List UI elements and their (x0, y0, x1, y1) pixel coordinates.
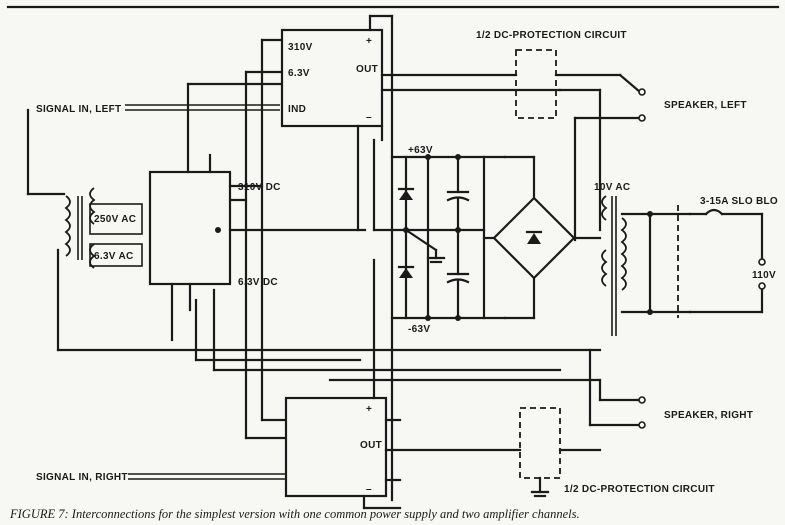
label-plus-bottom: + (366, 404, 372, 415)
label-minus-bottom: – (366, 484, 372, 495)
label-ind: IND (288, 104, 306, 115)
output-wiring-top (380, 49, 642, 242)
250v-box (89, 203, 143, 235)
mains-transformer (64, 187, 143, 269)
label-signal-in-left: SIGNAL IN, LEFT (36, 104, 121, 115)
label-signal-in-right: SIGNAL IN, RIGHT (36, 472, 128, 483)
output-wiring-bottom (384, 348, 642, 498)
label-plus-63v: +63V (408, 145, 433, 156)
figure-caption: FIGURE 7: Interconnections for the simpl… (9, 507, 580, 521)
label-310v: 310V (288, 42, 313, 53)
amplifier-bottom (284, 396, 388, 498)
signal-in-right-wires (128, 473, 285, 480)
label-dc-protection-top: 1/2 DC-PROTECTION CIRCUIT (476, 30, 627, 41)
label-10v-ac: 10V AC (594, 182, 630, 193)
hv-supply-wires (170, 38, 367, 440)
label-out-top: OUT (356, 64, 378, 75)
amplifier-top (280, 28, 384, 128)
label-110v: 110V (752, 270, 776, 281)
label-plus-top: + (366, 36, 372, 47)
label-250v-ac: 250V AC (94, 214, 136, 225)
label-minus-top: – (366, 112, 372, 123)
label-6-3v-dc: 6.3V DC (238, 277, 278, 288)
label-out-bottom: OUT (360, 440, 382, 451)
speaker-terminals (638, 88, 646, 429)
label-310v-dc: 310V DC (238, 182, 281, 193)
signal-in-left-wires (125, 104, 280, 111)
label-speaker-left: SPEAKER, LEFT (664, 100, 747, 111)
low-voltage-supply (372, 154, 602, 321)
low-voltage-transformer (601, 195, 766, 336)
label-speaker-right: SPEAKER, RIGHT (664, 410, 753, 421)
label-minus-63v: -63V (408, 324, 430, 335)
label-dc-protection-bottom: 1/2 DC-PROTECTION CIRCUIT (564, 484, 715, 495)
label-6-3v: 6.3V (288, 68, 310, 79)
amp-supply-wires (356, 14, 402, 510)
label-6-3v-ac: 6.3V AC (94, 251, 134, 262)
label-fuse: 3-15A SLO BLO (700, 196, 778, 207)
63v-ac-box (89, 243, 143, 267)
